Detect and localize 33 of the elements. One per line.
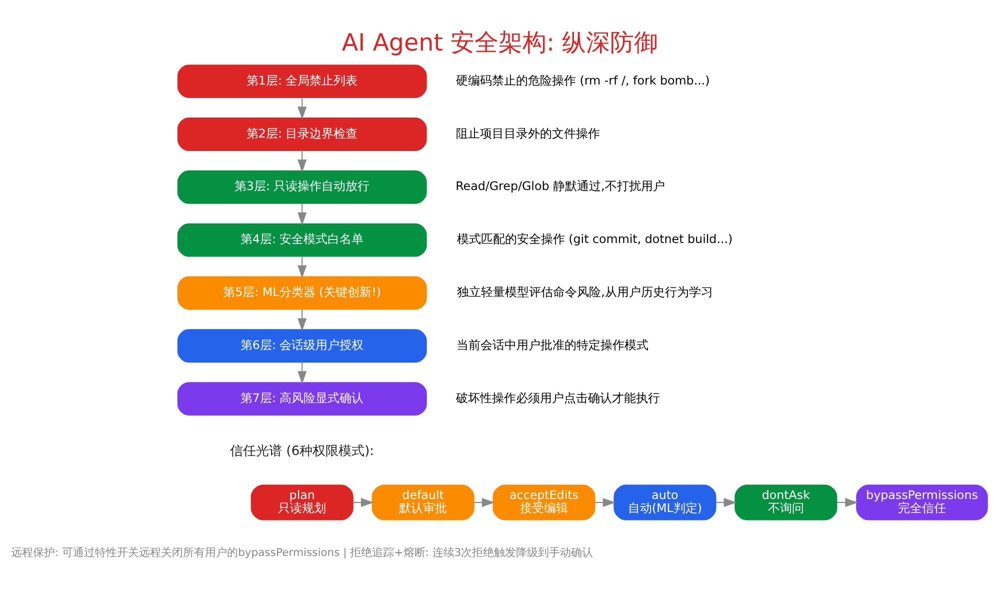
node-label: 破坏性操作必须用户点击确认才能执行	[456, 390, 660, 405]
arrow	[474, 498, 495, 508]
node-box: 第6层: 会话级用户授权	[177, 329, 427, 363]
arrow	[716, 498, 737, 508]
arrow	[298, 203, 307, 226]
node-label: 阻止项目目录外的文件操作	[456, 126, 600, 140]
arrow	[298, 362, 307, 384]
arrow	[595, 498, 616, 508]
node-box: 第7层: 高风险显式确认	[177, 382, 427, 416]
arrow	[353, 498, 374, 508]
node-box: auto 自动(ML判定)	[614, 484, 716, 520]
node-box: dontAsk 不询问	[734, 484, 838, 520]
node-label: Read/Grep/Glob 静默通过,不打扰用户	[456, 179, 665, 194]
node-box: bypassPermissions 完全信任	[856, 484, 988, 520]
node-box: plan 只读规划	[250, 484, 354, 520]
node-box: 第3层: 只读操作自动放行	[177, 170, 427, 204]
arrow	[298, 150, 307, 172]
node-box: 第5层: ML分类器 (关键创新!)	[177, 276, 427, 310]
caption: 远程保护: 可通过特性开关远程关闭所有用户的bypassPermissions | 拒绝追踪+熔断: 连续3次拒绝触发降级到手动确认	[11, 546, 594, 559]
node-box: 第4层: 安全模式白名单	[177, 223, 427, 257]
node-label: 独立轻量模型评估命令风险,从用户历史行为学习	[457, 285, 713, 300]
node-label: 硬编码禁止的危险操作 (rm -rf /, fork bomb...)	[456, 73, 710, 88]
arrow	[298, 98, 307, 120]
node-box: 第1层: 全局禁止列表	[177, 64, 427, 98]
label: 信任光谱 (6种权限模式):	[230, 444, 374, 460]
diagram-title: AI Agent 安全架构: 纵深防御	[342, 28, 658, 57]
node-label: 模式匹配的安全操作 (git commit, dotnet build...)	[456, 232, 733, 246]
arrow	[298, 256, 307, 278]
node-label: 当前会话中用户批准的特定操作模式	[456, 338, 649, 352]
node-box: default 默认审批	[372, 484, 474, 520]
arrow	[298, 309, 307, 332]
node-box: acceptEdits 接受编辑	[492, 484, 596, 520]
node-box: 第2层: 目录边界检查	[177, 118, 427, 151]
